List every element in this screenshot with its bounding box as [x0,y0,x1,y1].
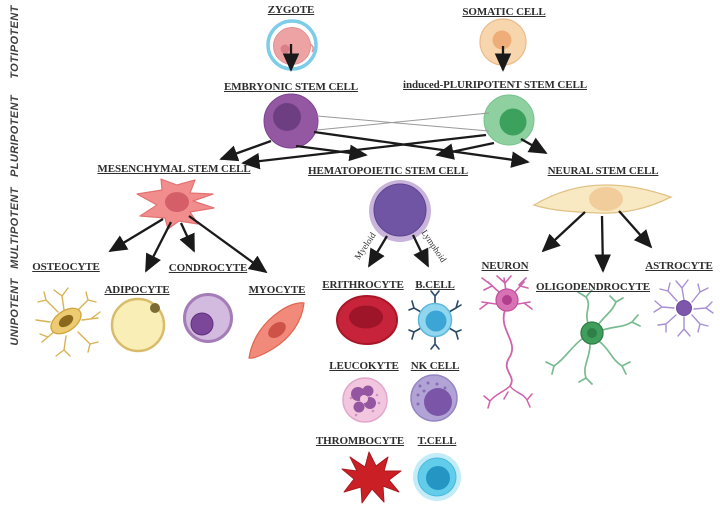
potency-label-pluripotent: PLURIPOTENT [9,94,21,178]
label-osteocyte: OSTEOCYTE [32,261,100,273]
label-leucokyte: LEUCOKYTE [329,360,399,372]
nk-cell-icon [410,374,458,422]
label-ipsc: induced-PLURIPOTENT STEM CELL [403,79,587,91]
label-embryonic-stem-cell: EMBRYONIC STEM CELL [223,81,359,93]
leucokyte-cell-icon [342,377,388,423]
b-cell-icon [408,290,462,350]
label-erithrocyte: ERITHROCYTE [322,279,404,291]
potency-label-multipotent: MULTIPOTENT [9,187,21,269]
label-condrocyte: CONDROCYTE [168,262,248,274]
potency-label-totipotent: TOTIPOTENT [9,5,21,79]
t-cell-icon [413,453,461,501]
label-zygote: ZYGOTE [267,4,315,16]
label-astrocyte: ASTROCYTE [645,260,713,272]
label-t-cell: T.CELL [417,435,457,447]
osteocyte-cell-icon [35,287,101,357]
label-mesenchymal-stem-cell: MESENCHYMAL STEM CELL [97,163,251,175]
adipocyte-cell-icon [110,297,166,353]
label-nk-cell: NK CELL [410,360,460,372]
myocyte-cell-icon [248,302,305,359]
oligodendrocyte-cell-icon [545,289,641,385]
label-thrombocyte: THROMBOCYTE [315,435,405,447]
condrocyte-cell-icon [183,293,233,343]
label-somatic-cell: SOMATIC CELL [462,6,546,18]
thrombocyte-cell-icon [341,451,402,504]
neural-stem-cell-icon [532,184,673,214]
somatic-cell-icon [479,18,527,66]
hematopoietic-stem-cell-icon [369,180,431,242]
label-neural-stem-cell: NEURAL STEM CELL [547,165,659,177]
label-oligodendrocyte: OLIGODENDROCYTE [535,281,651,293]
potency-label-unipotent: UNIPOTENT [9,278,21,346]
neuron-cell-icon [479,275,533,409]
label-neuron: NEURON [481,260,529,272]
label-myocyte: MYOCYTE [248,284,306,296]
label-b-cell: B.CELL [415,279,455,291]
erithrocyte-cell-icon [336,295,398,345]
astrocyte-cell-icon [653,279,714,337]
mesenchymal-stem-cell-icon [136,178,215,230]
label-hematopoietic-stem-cell: HEMATOPOIETIC STEM CELL [308,165,468,177]
lineage-arrows [108,44,653,274]
ipsc-cell-icon [483,94,535,146]
label-adipocyte: ADIPOCYTE [104,284,170,296]
embryonic-stem-cell-icon [263,93,319,149]
